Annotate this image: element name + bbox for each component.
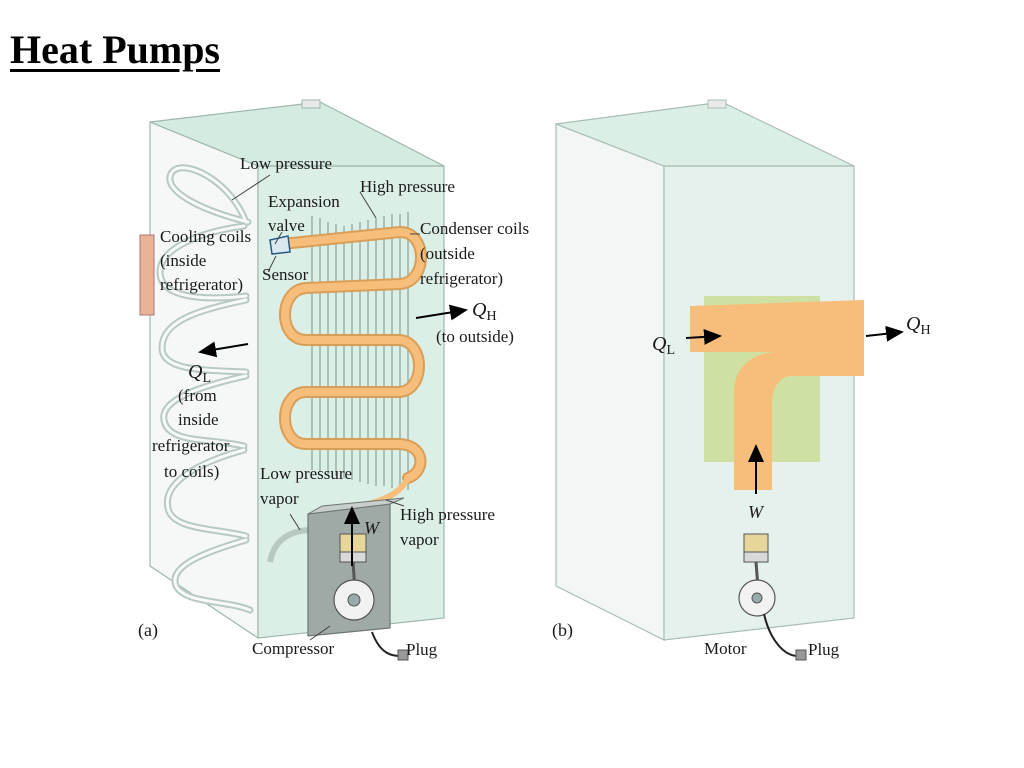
- figure-a-labels: Low pressure Expansion valve High pressu…: [138, 154, 529, 659]
- label-low-pressure: Low pressure: [240, 154, 332, 173]
- plug-icon-b: [795, 649, 807, 661]
- label-cooling-coils-line2: (inside: [160, 251, 206, 270]
- power-cord-b: [763, 613, 799, 657]
- label-high-pressure-vapor-line2: vapor: [400, 530, 439, 549]
- motor-icon: [738, 533, 776, 617]
- label-to-outside: (to outside): [436, 327, 514, 346]
- label-qh-b: QH: [906, 313, 931, 338]
- figure-a-refrigerator: [139, 99, 468, 661]
- qh-arrow-a: [415, 304, 468, 321]
- label-work-b: W: [748, 502, 765, 522]
- label-from-inside-line1: (from: [178, 386, 217, 405]
- page-title: Heat Pumps: [10, 27, 220, 72]
- label-ql-b: QL: [652, 333, 675, 358]
- label-from-inside-line4: to coils): [164, 462, 219, 481]
- power-cord-a: [371, 631, 401, 657]
- cabinet-a-top: [149, 101, 445, 167]
- label-from-inside-line2: inside: [178, 410, 219, 429]
- label-condenser-coils-line1: Condenser coils: [420, 219, 529, 238]
- label-condenser-coils-line3: refrigerator): [420, 269, 503, 288]
- expansion-valve: [269, 235, 291, 255]
- label-work-a: W: [364, 518, 381, 538]
- figure-b-refrigerator: [555, 99, 904, 661]
- label-high-pressure: High pressure: [360, 177, 455, 196]
- label-low-pressure-vapor-line2: vapor: [260, 489, 299, 508]
- ql-arrow-a: [198, 341, 249, 358]
- label-cooling-coils-line1: Cooling coils: [160, 227, 251, 246]
- label-from-inside-line3: refrigerator: [152, 436, 230, 455]
- qh-arrow-b: [865, 325, 904, 342]
- label-compressor: Compressor: [252, 639, 335, 658]
- label-expansion-valve-line2: valve: [268, 216, 305, 235]
- door-gasket: [139, 234, 155, 316]
- label-motor: Motor: [704, 639, 747, 658]
- plug-icon-a: [397, 649, 409, 661]
- label-plug-b: Plug: [808, 640, 840, 659]
- label-plug-a: Plug: [406, 640, 438, 659]
- label-expansion-valve-line1: Expansion: [268, 192, 340, 211]
- figure-b-labels: QL QH W (b) Motor Plug: [552, 313, 931, 659]
- cabinet-b-left-side: [555, 123, 665, 641]
- label-caption-a: (a): [138, 620, 158, 641]
- label-sensor: Sensor: [262, 265, 309, 284]
- label-cooling-coils-line3: refrigerator): [160, 275, 243, 294]
- label-low-pressure-vapor-line1: Low pressure: [260, 464, 352, 483]
- suction-line: [267, 527, 313, 563]
- label-high-pressure-vapor-line1: High pressure: [400, 505, 495, 524]
- label-condenser-coils-line2: (outside: [420, 244, 475, 263]
- cabinet-b-top: [555, 101, 855, 167]
- heat-flow-channel: [690, 300, 864, 490]
- label-caption-b: (b): [552, 620, 573, 641]
- ql-arrow-b: [685, 328, 722, 345]
- label-qh-a: QH: [472, 299, 497, 324]
- label-ql-a: QL: [188, 361, 211, 386]
